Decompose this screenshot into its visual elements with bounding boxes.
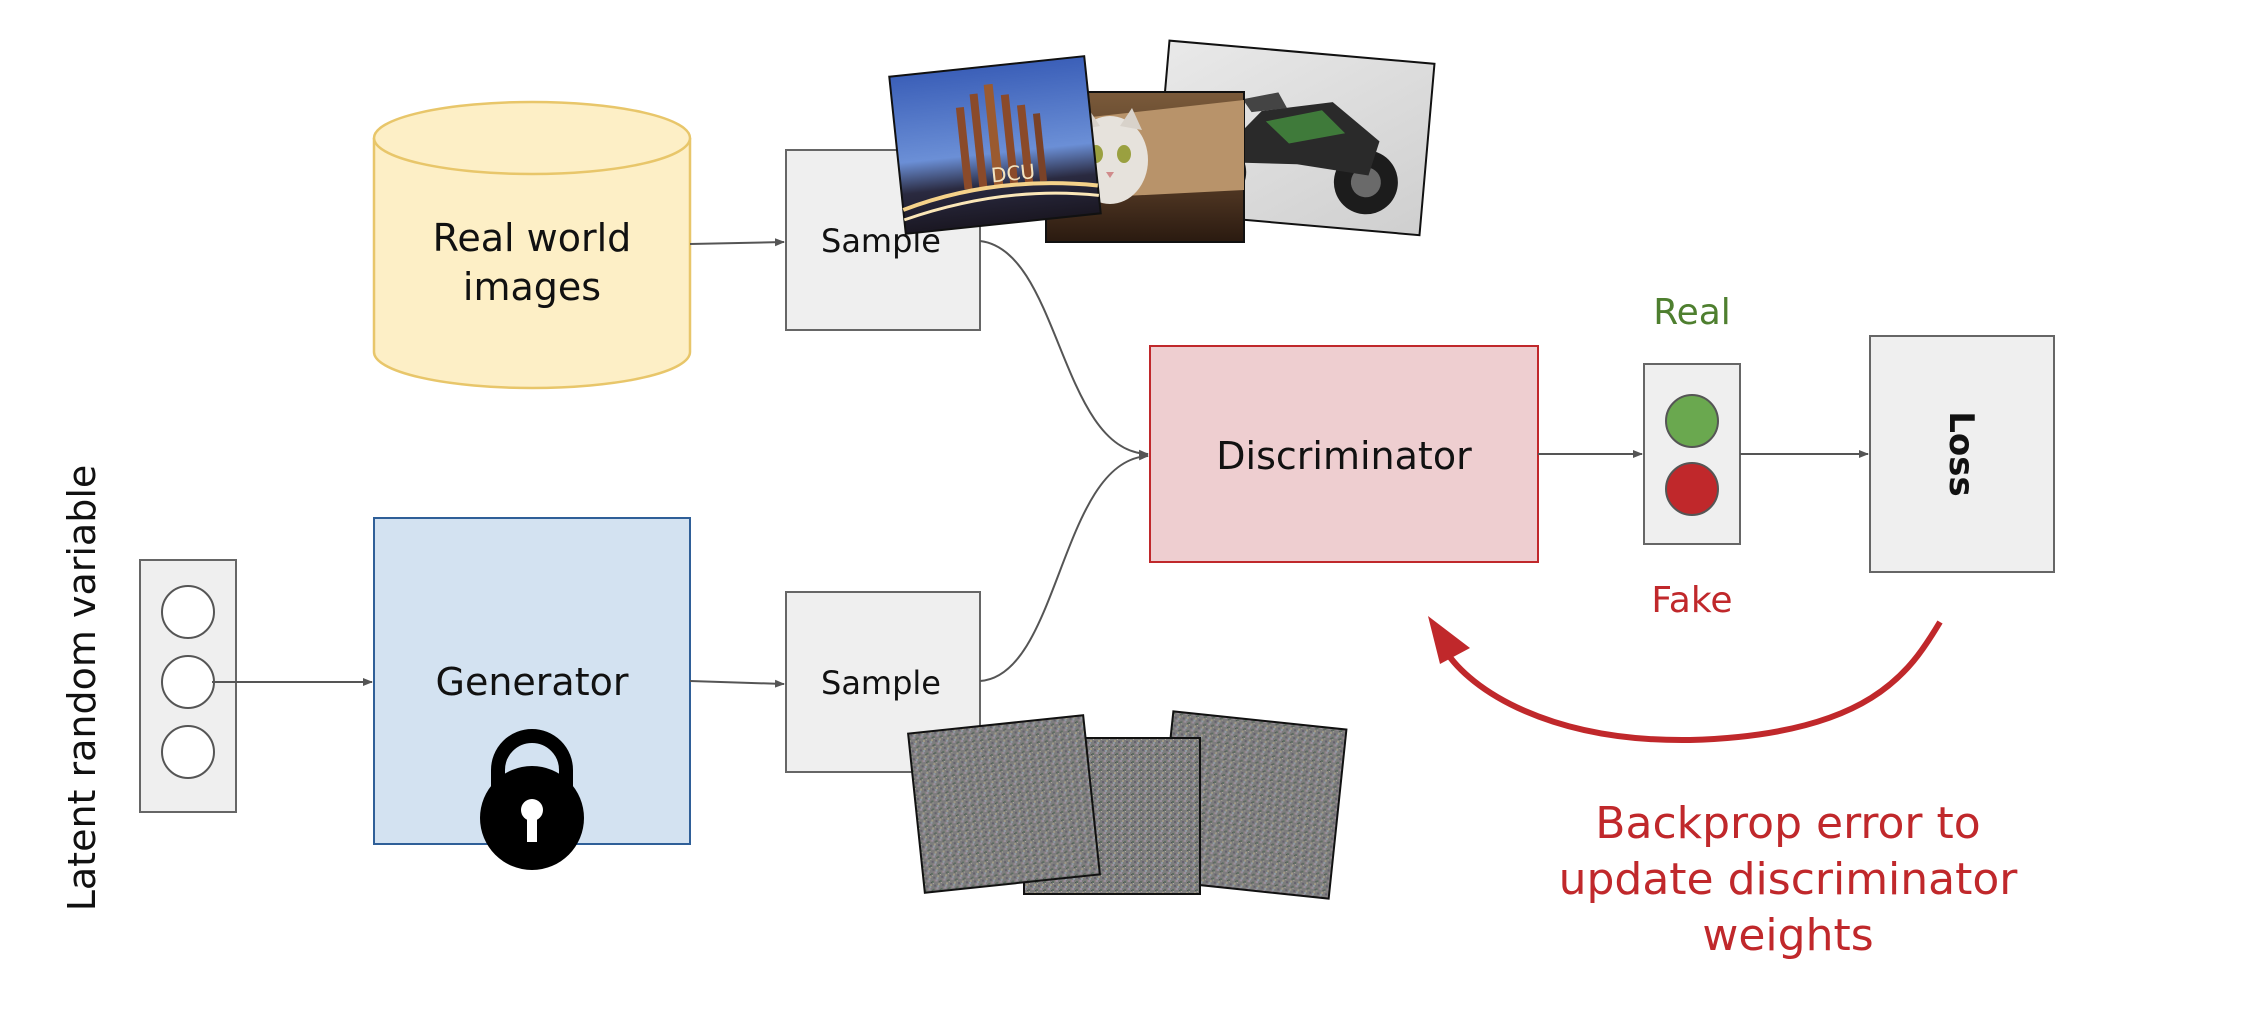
latent-node-1 xyxy=(161,585,215,639)
backprop-caption: Backprop error to update discriminator w… xyxy=(1559,798,2019,961)
database-to-sample-arrow xyxy=(689,238,785,247)
database-label-line1: Real world xyxy=(433,216,632,260)
city-photo-watermark: DCU xyxy=(990,159,1036,187)
discriminator-box xyxy=(1149,345,1539,563)
database-icon xyxy=(372,100,692,390)
backprop-arrow xyxy=(1428,616,1943,744)
discriminator-block: Discriminator xyxy=(1149,345,1539,563)
sample-label-generated: Sample xyxy=(821,664,941,702)
discriminator-label: Discriminator xyxy=(1216,434,1472,478)
fake-sample-to-discriminator-arrow xyxy=(979,452,1149,682)
loss-box xyxy=(1869,335,2055,573)
connectors xyxy=(212,238,1869,688)
noise-image-1 xyxy=(907,714,1101,894)
real-world-images-database: Real world images xyxy=(372,100,692,390)
backprop-line1: Backprop error to xyxy=(1595,798,1980,849)
loss-label: Loss xyxy=(1941,411,1981,497)
latent-node-3 xyxy=(161,725,215,779)
fake-label: Fake xyxy=(1651,580,1732,621)
traffic-light-icon xyxy=(1643,363,1741,545)
latent-variable-label: Latent random variable xyxy=(60,465,104,912)
backprop-line3: weights xyxy=(1702,910,1873,961)
generator-block: Generator xyxy=(373,517,691,870)
city-photo: DCU xyxy=(888,55,1102,235)
latent-vector xyxy=(139,559,237,813)
real-sample-photos: DCU xyxy=(888,39,1436,243)
real-light xyxy=(1665,394,1719,448)
generated-noise-samples xyxy=(907,710,1348,900)
database-label-line2: images xyxy=(463,265,601,309)
lock-icon xyxy=(480,729,584,870)
fake-light xyxy=(1665,462,1719,516)
generator-label: Generator xyxy=(436,660,629,704)
generator-to-sample-arrow xyxy=(689,679,785,688)
backprop-line2: update discriminator xyxy=(1559,854,2019,905)
real-sample-to-discriminator-arrow xyxy=(979,240,1149,458)
loss-block: Loss xyxy=(1869,335,2055,573)
real-label: Real xyxy=(1653,292,1731,333)
latent-node-2 xyxy=(161,655,215,709)
